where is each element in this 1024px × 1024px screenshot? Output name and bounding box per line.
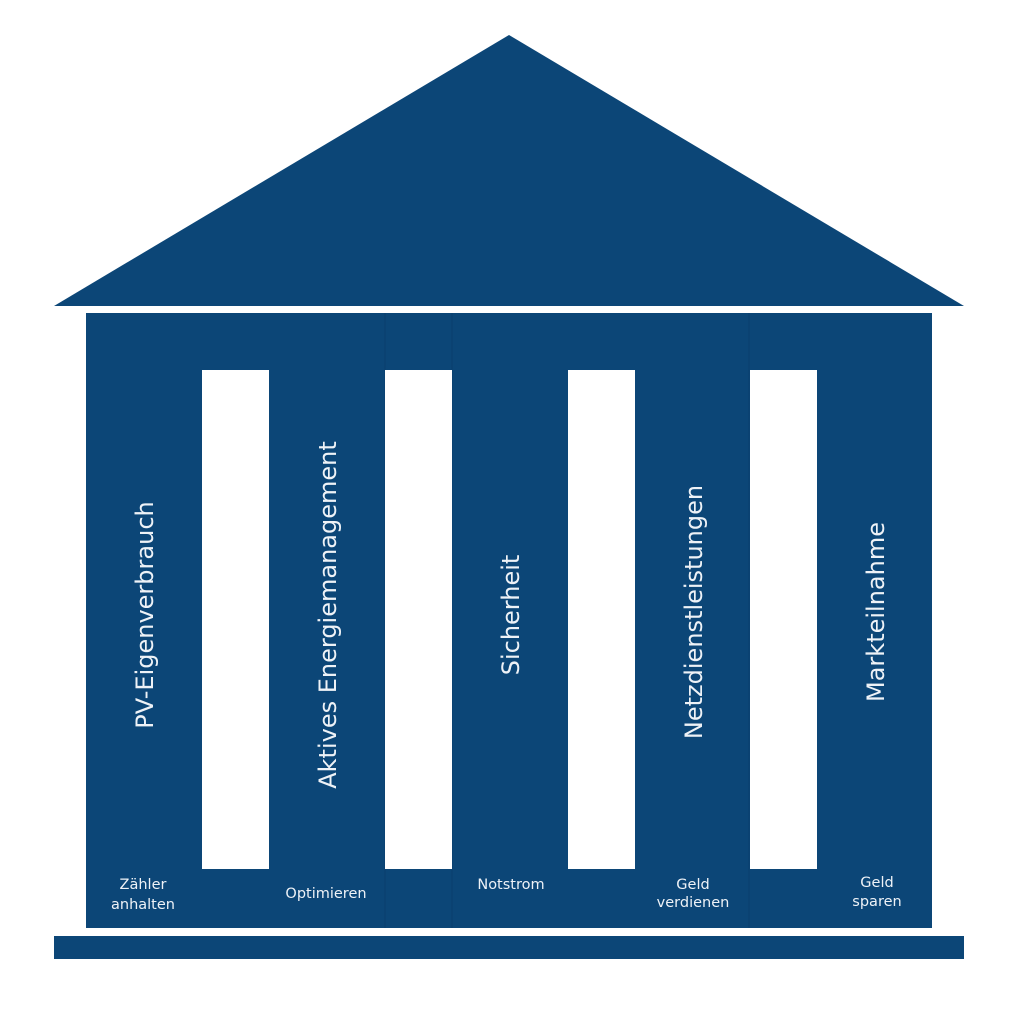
pillar-caption: Geld <box>676 877 709 893</box>
pillar-caption: verdienen <box>657 895 730 911</box>
temple-roof <box>54 35 964 306</box>
pillar-caption: Optimieren <box>285 886 366 902</box>
pillar-caption: Geld <box>860 875 893 891</box>
pillar-gap <box>568 370 635 869</box>
pillar-label-sicherheit: Sicherheit <box>497 555 525 676</box>
pillar-caption: Notstrom <box>477 877 544 893</box>
pillar-caption: Zähler <box>120 877 167 893</box>
temple-base <box>54 936 964 959</box>
pillar-gap <box>202 370 269 869</box>
pillar-label-netzdienstleistungen: Netzdienstleistungen <box>680 485 708 739</box>
pillar-gap <box>385 370 452 869</box>
pillar-label-pv-eigenverbrauch: PV-Eigenverbrauch <box>131 501 159 728</box>
pillar-caption: sparen <box>852 894 901 910</box>
pillar-caption: anhalten <box>111 897 175 913</box>
pillar-label-markteilnahme: Markteilnahme <box>862 522 890 702</box>
pillar-gap <box>750 370 817 869</box>
pillar-label-aktives-energiemanagement: Aktives Energiemanagement <box>314 441 342 789</box>
